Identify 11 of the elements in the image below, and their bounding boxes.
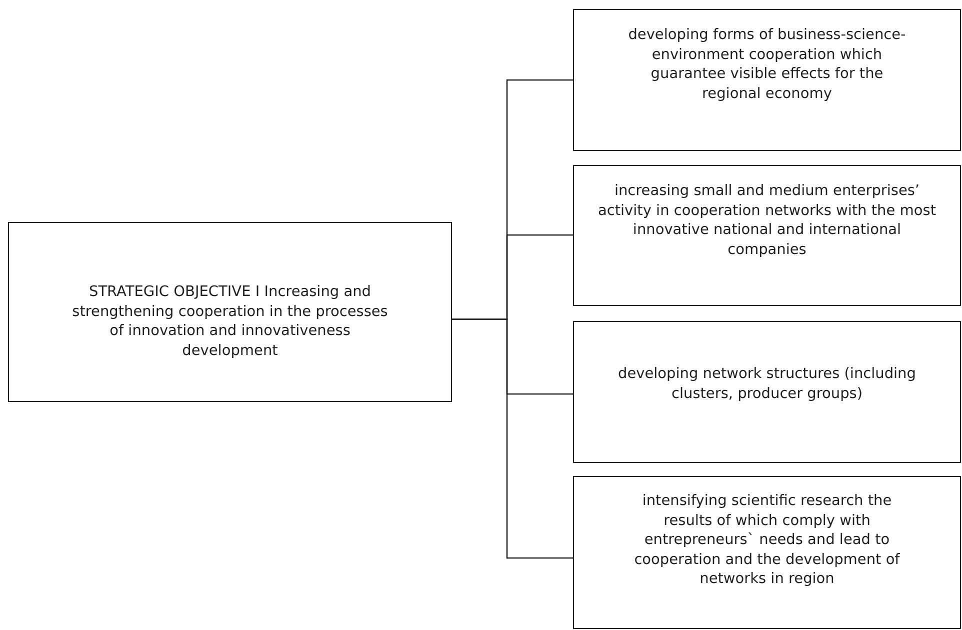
connector-line: [452, 318, 573, 559]
box-text: STRATEGIC OBJECTIVE I Increasing and strengthening cooperation in the processes of innovation and innovativeness development: [71, 283, 389, 360]
goal-box: [573, 165, 961, 306]
box-text: developing forms of business-science-environment cooperation which guarantee visible effects for the regional economy: [627, 26, 907, 104]
objective-box: [8, 222, 452, 402]
box-text: developing network structures (including clusters, producer groups): [617, 365, 917, 404]
box-text: increasing small and medium enterprises’ activity in cooperation networks with the most innovative national and international companies: [596, 182, 938, 260]
goal-box: [573, 321, 961, 463]
goal-box: [573, 9, 961, 151]
goal-box: [573, 476, 961, 629]
box-text: intensifying scientific research the results of which comply with entrepreneurs` needs and lead to cooperation and the development of networks in region: [633, 492, 901, 589]
